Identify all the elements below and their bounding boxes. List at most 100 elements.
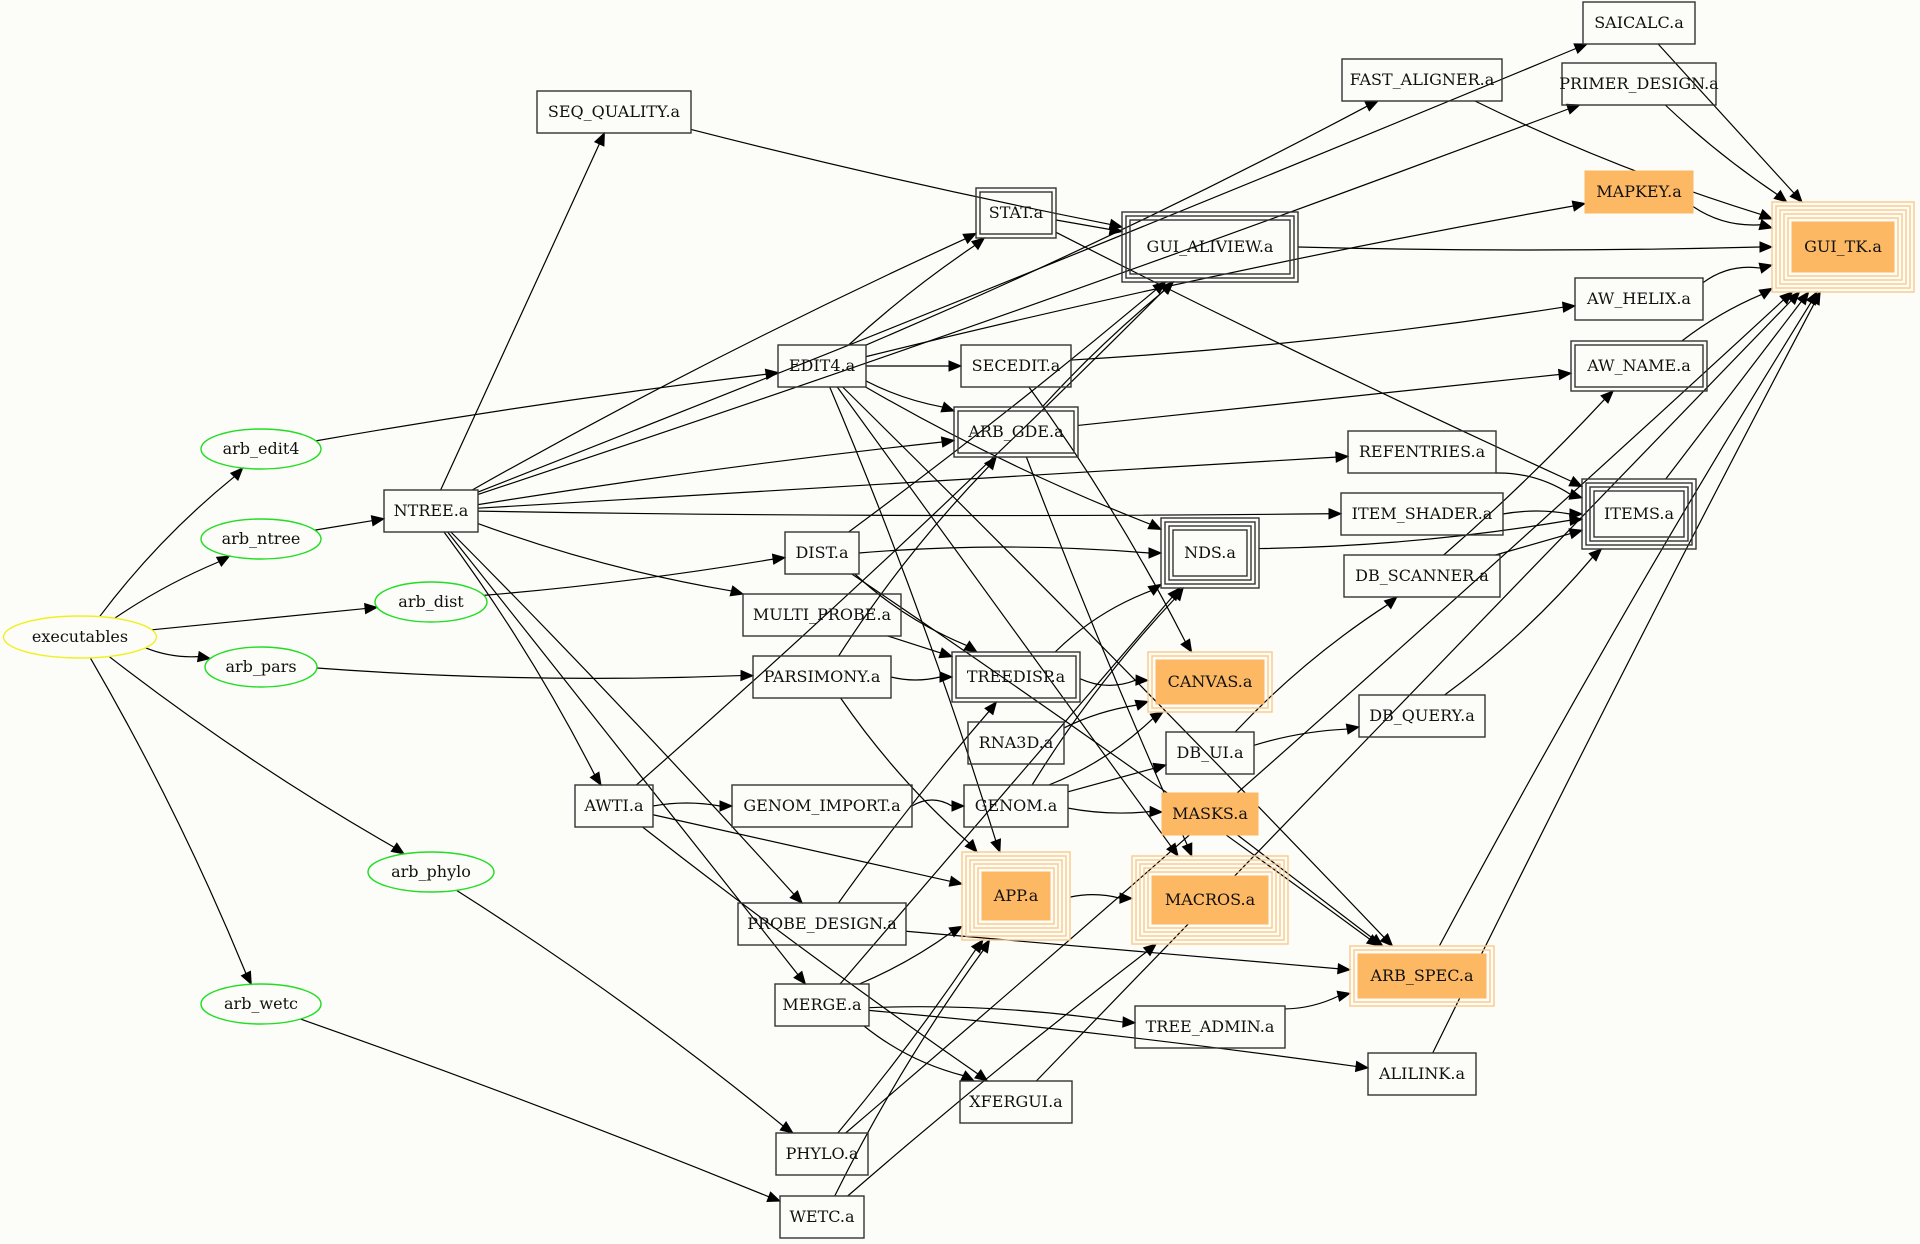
node-arb-ntree[interactable]: arb_ntree xyxy=(200,518,322,560)
node-treedisp[interactable]: TREEDISP.a xyxy=(951,651,1081,703)
node-stat[interactable]: STAT.a xyxy=(975,187,1057,239)
edge-line xyxy=(1438,302,1812,947)
node-ntree[interactable]: NTREE.a xyxy=(383,489,479,533)
edge-line xyxy=(443,531,596,776)
node-items[interactable]: ITEMS.a xyxy=(1581,478,1697,550)
edge-line xyxy=(450,531,795,895)
edge-dist-to-arb-spec xyxy=(851,573,1381,947)
arrowhead-icon xyxy=(1337,962,1352,975)
edge-line xyxy=(845,299,1784,1134)
node-masks[interactable]: MASKS.a xyxy=(1161,792,1259,836)
edge-genom-to-db-ui xyxy=(1067,762,1168,793)
node-db-query[interactable]: DB_QUERY.a xyxy=(1358,694,1486,738)
node-mapkey[interactable]: MAPKEY.a xyxy=(1584,170,1694,214)
edge-line xyxy=(1067,807,1151,814)
node-arb-spec[interactable]: ARB_SPEC.a xyxy=(1349,945,1495,1007)
node-probe-design[interactable]: PROBE_DESIGN.a xyxy=(737,902,907,946)
node-arb-dist[interactable]: arb_dist xyxy=(374,581,488,623)
edge-db-scanner-to-aw-name xyxy=(1443,390,1615,556)
node-arb-wetc[interactable]: arb_wetc xyxy=(200,983,322,1025)
arrowhead-icon xyxy=(1345,723,1361,735)
node-tree-admin[interactable]: TREE_ADMIN.a xyxy=(1134,1005,1286,1049)
node-aw-helix[interactable]: AW_HELIX.a xyxy=(1574,277,1704,321)
node-primer-design[interactable]: PRIMER_DESIGN.a xyxy=(1559,62,1719,106)
arrowhead-icon xyxy=(978,938,991,954)
arrowhead-icon xyxy=(1758,208,1774,220)
arrowhead-icon xyxy=(771,553,787,565)
node-refentries[interactable]: REFENTRIES.a xyxy=(1347,430,1497,474)
node-parsimony[interactable]: PARSIMONY.a xyxy=(752,655,892,699)
edge-line xyxy=(1474,100,1762,215)
edge-line xyxy=(108,655,395,848)
node-canvas[interactable]: CANVAS.a xyxy=(1147,651,1273,713)
node-border xyxy=(742,593,902,637)
edge-treedisp-to-canvas xyxy=(1079,674,1150,686)
node-arb-pars[interactable]: arb_pars xyxy=(204,646,318,688)
node-aw-name[interactable]: AW_NAME.a xyxy=(1570,340,1708,392)
node-arb-phylo[interactable]: arb_phylo xyxy=(367,851,495,893)
node-dist[interactable]: DIST.a xyxy=(784,531,860,575)
node-border xyxy=(777,344,867,388)
node-xfergui[interactable]: XFERGUI.a xyxy=(959,1080,1073,1124)
arrowhead-icon xyxy=(1134,699,1150,711)
node-border xyxy=(979,191,1053,235)
edge-edit4-to-mapkey xyxy=(865,200,1587,358)
node-macros[interactable]: MACROS.a xyxy=(1131,855,1289,945)
node-seq-quality[interactable]: SEQ_QUALITY.a xyxy=(536,90,692,134)
node-gui-tk[interactable]: GUI_TK.a xyxy=(1771,201,1915,293)
node-genom[interactable]: GENOM.a xyxy=(963,784,1069,828)
edge-arb-ntree-to-ntree xyxy=(314,515,386,531)
node-border xyxy=(953,406,1079,458)
node-secedit[interactable]: SECEDIT.a xyxy=(960,344,1072,388)
edge-line xyxy=(1495,472,1571,495)
edge-edit4-to-app xyxy=(829,386,1001,854)
node-gui-aliview[interactable]: GUI_ALIVIEW.a xyxy=(1121,211,1299,283)
edge-parsimony-to-app xyxy=(840,697,978,853)
node-db-ui[interactable]: DB_UI.a xyxy=(1165,731,1255,775)
node-border xyxy=(960,344,1072,388)
node-rna3d[interactable]: RNA3D.a xyxy=(967,721,1065,765)
node-saicalc[interactable]: SAICALC.a xyxy=(1582,1,1696,45)
node-genom-import[interactable]: GENOM_IMPORT.a xyxy=(731,784,913,828)
node-item-shader[interactable]: ITEM_SHADER.a xyxy=(1340,492,1504,536)
edge-parsimony-to-treedisp xyxy=(890,671,954,683)
node-wetc[interactable]: WETC.a xyxy=(779,1195,865,1239)
node-nds[interactable]: NDS.a xyxy=(1160,517,1260,589)
node-label: DB_SCANNER.a xyxy=(1355,566,1489,585)
edge-line xyxy=(842,386,1385,938)
edge-line xyxy=(642,826,979,1075)
node-label: MACROS.a xyxy=(1165,890,1256,909)
node-fast-aligner[interactable]: FAST_ALIGNER.a xyxy=(1341,58,1503,102)
node-phylo[interactable]: PHYLO.a xyxy=(775,1132,869,1176)
node-arb-gde[interactable]: ARB_GDE.a xyxy=(953,406,1079,458)
arrowhead-icon xyxy=(938,647,954,659)
node-border xyxy=(957,410,1075,454)
node-app[interactable]: APP.a xyxy=(961,851,1071,941)
node-label: MAPKEY.a xyxy=(1596,182,1682,201)
node-outline xyxy=(200,518,322,560)
edge-probe-design-to-arb-spec xyxy=(905,930,1352,975)
edge-awti-to-gui-aliview xyxy=(635,281,1174,786)
node-merge[interactable]: MERGE.a xyxy=(774,983,870,1027)
node-multi-probe[interactable]: MULTI_PROBE.a xyxy=(742,593,902,637)
edge-genom-to-masks xyxy=(1067,805,1164,818)
node-label: TREE_ADMIN.a xyxy=(1146,1017,1275,1036)
node-executables[interactable]: executables xyxy=(2,615,158,659)
node-fill xyxy=(1791,221,1895,273)
node-awti[interactable]: AWTI.a xyxy=(574,784,654,828)
node-db-scanner[interactable]: DB_SCANNER.a xyxy=(1343,554,1501,598)
node-edit4[interactable]: EDIT4.a xyxy=(777,344,867,388)
edge-line xyxy=(315,373,767,442)
node-arb-edit4[interactable]: arb_edit4 xyxy=(200,428,322,470)
node-alilink[interactable]: ALILINK.a xyxy=(1367,1052,1477,1096)
edge-executables-to-arb-edit4 xyxy=(99,467,244,618)
edge-ntree-to-stat xyxy=(471,232,978,491)
node-border xyxy=(1582,1,1696,45)
node-border xyxy=(779,1195,865,1239)
arrowhead-icon xyxy=(1152,762,1168,774)
arrowhead-icon xyxy=(1336,990,1352,1002)
arrowhead-icon xyxy=(1135,674,1150,686)
edge-xfergui-to-gui-tk xyxy=(1035,291,1801,1082)
edge-db-query-to-items xyxy=(1444,548,1603,696)
